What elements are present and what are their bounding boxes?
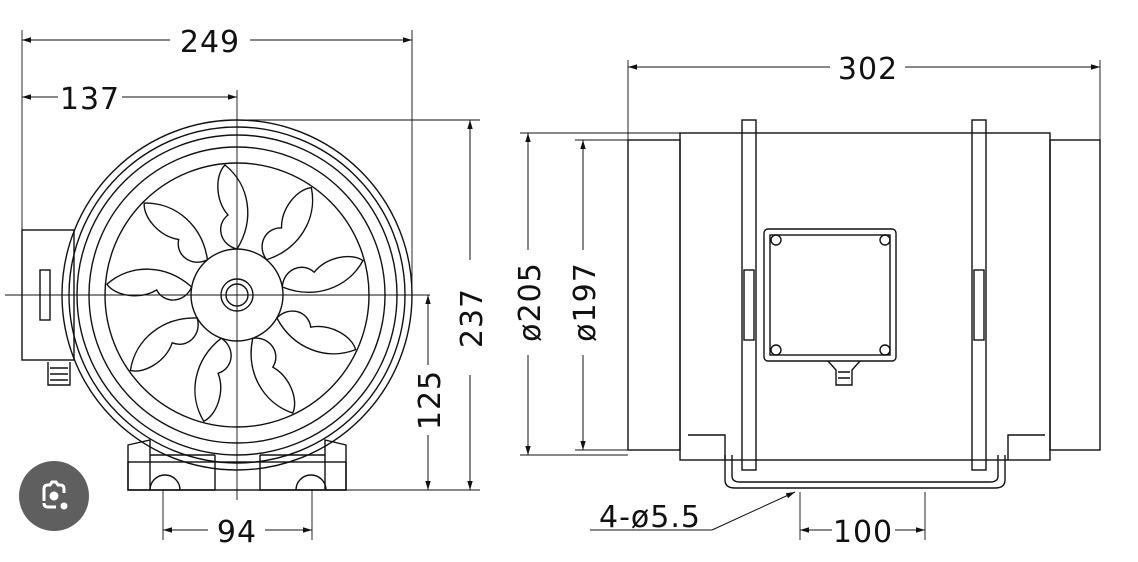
fan-blade	[275, 310, 357, 355]
fan-blades	[105, 164, 364, 423]
google-lens-icon	[42, 480, 68, 510]
fan-blade	[194, 337, 232, 423]
fan-blade	[261, 186, 314, 261]
side-view: 302 ø205 ø197 100 4-ø5.5	[513, 52, 1101, 550]
fan-blade	[105, 268, 193, 301]
dim-outer-diameter: ø205	[513, 262, 548, 342]
fan-blade	[143, 202, 209, 263]
dim-length-overall: 302	[838, 52, 898, 87]
dim-height-overall: 237	[455, 288, 490, 348]
dim-inner-diameter: ø197	[568, 262, 603, 342]
dim-foot-spacing: 94	[217, 515, 257, 550]
fan-blade	[129, 317, 199, 372]
dim-mount-holes: 4-ø5.5	[599, 500, 701, 535]
dim-center-height: 125	[413, 370, 448, 430]
fan-blade	[250, 337, 296, 414]
fan-blade	[217, 164, 249, 250]
fan-blade	[281, 255, 364, 293]
dim-width-to-center: 137	[60, 82, 120, 117]
dim-width-overall: 249	[180, 25, 240, 60]
google-lens-button[interactable]	[19, 461, 89, 531]
front-view: 249 137 237 125 94	[5, 25, 490, 550]
dim-mount-hole-spacing: 100	[833, 515, 893, 550]
